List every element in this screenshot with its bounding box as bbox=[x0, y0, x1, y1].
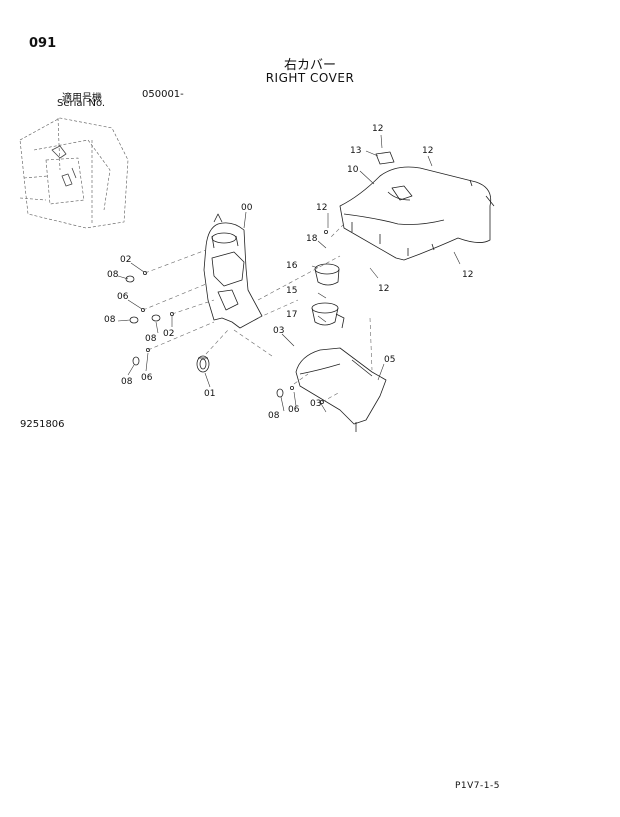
part-00-upper-panel bbox=[203, 213, 263, 329]
page-code: P1V7-1-5 bbox=[455, 781, 500, 791]
callout-00: 00 bbox=[241, 203, 253, 213]
callout-02: 02 bbox=[120, 255, 131, 265]
title-english: RIGHT COVER bbox=[265, 71, 355, 85]
page-number: 091 bbox=[29, 36, 57, 51]
part-15-cup-holder bbox=[311, 302, 345, 329]
callout-13: 13 bbox=[350, 146, 361, 156]
callout-08: 08 bbox=[121, 377, 133, 387]
callout-05: 05 bbox=[384, 355, 395, 365]
callout-labels: 00 01 02 02 03 03 05 06 06 06 08 08 08 0… bbox=[104, 124, 473, 421]
callout-16: 16 bbox=[286, 261, 298, 271]
callout-17: 17 bbox=[286, 310, 297, 320]
machine-thumbnail bbox=[19, 117, 129, 229]
assembly-guide-lines bbox=[142, 223, 373, 403]
callout-03: 03 bbox=[273, 326, 284, 336]
callout-06: 06 bbox=[141, 373, 153, 383]
serial-code: 050001- bbox=[142, 89, 184, 100]
part-16-cup bbox=[314, 263, 340, 286]
serial-label-japanese: 適用号機 bbox=[62, 93, 102, 104]
callout-02: 02 bbox=[163, 329, 174, 339]
callout-12: 12 bbox=[378, 284, 389, 294]
part-01-grommet bbox=[196, 355, 210, 373]
callout-08: 08 bbox=[268, 411, 280, 421]
callout-18: 18 bbox=[306, 234, 318, 244]
serial-label-english: Serial No. bbox=[57, 98, 106, 109]
callout-12: 12 bbox=[462, 270, 473, 280]
callout-12: 12 bbox=[422, 146, 433, 156]
callout-08: 08 bbox=[145, 334, 157, 344]
callout-06: 06 bbox=[288, 405, 300, 415]
part-13-cap bbox=[375, 151, 395, 165]
part-10-right-cover bbox=[339, 166, 495, 261]
callout-12: 12 bbox=[372, 124, 383, 134]
callout-10: 10 bbox=[347, 165, 359, 175]
callout-12: 12 bbox=[316, 203, 327, 213]
title-japanese: 右カバー bbox=[283, 58, 336, 73]
callout-08: 08 bbox=[107, 270, 119, 280]
callout-06: 06 bbox=[117, 292, 129, 302]
callout-08: 08 bbox=[104, 315, 116, 325]
reference-number: 9251806 bbox=[20, 419, 65, 430]
part-05-lower-cover bbox=[295, 347, 387, 432]
callout-15: 15 bbox=[286, 286, 297, 296]
leader-lines bbox=[117, 134, 461, 413]
callout-03: 03 bbox=[310, 399, 321, 409]
callout-01: 01 bbox=[204, 389, 215, 399]
fasteners bbox=[125, 229, 328, 404]
